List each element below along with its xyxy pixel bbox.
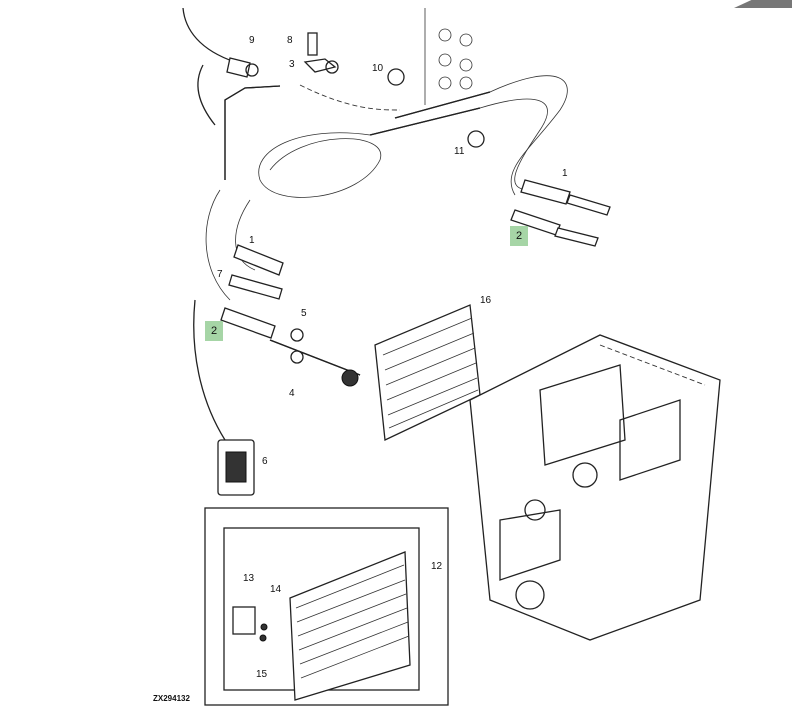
heater-core-12: [289, 551, 411, 701]
hose-1-left: [233, 244, 284, 276]
hose-9: [182, 7, 236, 63]
callout-12[interactable]: 12: [431, 561, 443, 572]
callout-7[interactable]: 7: [217, 269, 223, 280]
callout-8[interactable]: 8: [287, 35, 293, 46]
hose-fitting-9: [226, 57, 251, 78]
callout-11[interactable]: 11: [454, 146, 465, 157]
callout-4[interactable]: 4: [289, 388, 295, 399]
arrow-line: [193, 299, 226, 441]
valve-13: [232, 606, 256, 635]
callout-9[interactable]: 9: [249, 35, 255, 46]
heater-housing: [469, 334, 721, 641]
nut-10: [387, 68, 405, 86]
inset-frame: [204, 507, 449, 706]
arrow-line: [197, 64, 216, 126]
callout-14[interactable]: 14: [270, 584, 282, 595]
heater-core-16: [374, 304, 481, 441]
nut-9: [245, 63, 259, 77]
nut-11: [467, 130, 485, 148]
figure-code: ZX294132: [153, 694, 190, 703]
callout-2-right-highlighted[interactable]: 2: [510, 226, 529, 246]
hose-1-right: [520, 179, 571, 205]
callout-10[interactable]: 10: [372, 63, 384, 74]
callout-6[interactable]: 6: [262, 456, 268, 467]
callout-13[interactable]: 13: [243, 573, 255, 584]
callout-3[interactable]: 3: [289, 59, 295, 70]
grommet-rings: [438, 28, 473, 90]
callout-16[interactable]: 16: [480, 295, 492, 306]
callout-15[interactable]: 15: [256, 669, 268, 680]
callout-1-right[interactable]: 1: [562, 168, 568, 179]
callout-2-left-highlighted[interactable]: 2: [205, 321, 224, 341]
callout-1-left[interactable]: 1: [249, 235, 255, 246]
corner-tab: [734, 0, 792, 8]
o-ring-5: [290, 328, 304, 342]
bolt-8: [307, 32, 318, 56]
callout-5[interactable]: 5: [301, 308, 307, 319]
